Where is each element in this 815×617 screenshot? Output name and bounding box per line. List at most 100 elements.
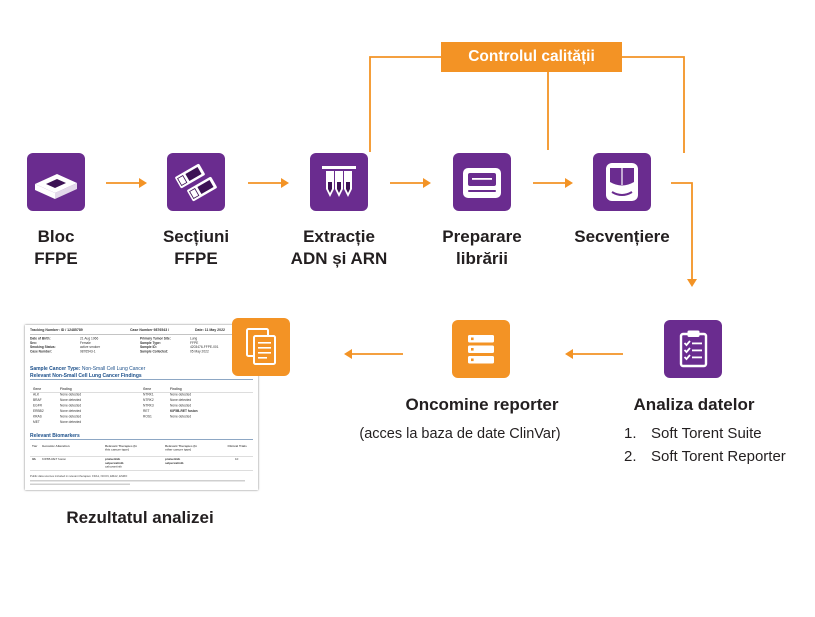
- table-row: MET None detected: [30, 420, 253, 426]
- ffpe-block-glyph: [35, 174, 77, 199]
- table-row: BRAF None detected NTRK2 None detected: [30, 398, 253, 404]
- gene-cell: KRAS: [33, 415, 42, 419]
- qc-connector-right-line: [622, 56, 685, 153]
- step-label-sectiuni-ffpe: Secțiuni FFPE: [141, 226, 251, 270]
- library-prep-instrument-glyph: [463, 168, 501, 198]
- info-value: FFPE: [190, 341, 199, 345]
- list-item-number: 1.: [624, 425, 637, 442]
- report-info-row: Date of Birth: 21 Aug 1966 Primary Tumor…: [30, 337, 253, 341]
- table-row: IIA KIF5B-RET fusion pralsetinib selperc…: [30, 457, 253, 471]
- finding-cell: None detected: [170, 393, 192, 397]
- cancer-type-label: Sample Cancer Type:: [30, 366, 81, 372]
- gene-cell: NTRK2: [143, 398, 154, 403]
- database-list-icon: [452, 320, 510, 378]
- info-label: Primary Tumor Site:: [140, 337, 171, 341]
- report-header: Tracking Number: ID / 12485789 Case Numb…: [30, 328, 253, 335]
- documents-icon: [232, 318, 290, 376]
- therapy: pralsetinib: [105, 458, 121, 461]
- gene-cell: ALK: [33, 393, 40, 397]
- quality-control-box: Controlul calității: [441, 42, 622, 72]
- column-header: Relevant Therapies (In other cancer type…: [165, 445, 198, 452]
- report-case-number: Case Number 9876543 /: [130, 328, 170, 333]
- step-label-preparare: Preparare librării: [427, 226, 537, 270]
- arrow-extractie-to-preparare: [390, 178, 431, 188]
- cancer-type-value: Non-Small Cell Lung Cancer: [81, 366, 146, 372]
- list-item-number: 2.: [624, 448, 637, 465]
- report-footnote: Public data sources included in relevant…: [30, 475, 253, 485]
- database-list-glyph: [468, 335, 494, 364]
- step-label-line: Extracție: [303, 227, 375, 246]
- column-header: Tier: [32, 445, 38, 448]
- tier-cell: IIA: [32, 458, 36, 461]
- gene-cell: NTRK3: [143, 404, 154, 408]
- report-footnote-lines: [30, 480, 245, 482]
- therapies-other-type-cell: pralsetinib selpercatinib: [165, 458, 184, 466]
- qc-connector: [369, 56, 685, 153]
- column-header: Relevant Therapies (In this cancer type): [105, 445, 138, 452]
- tissue-slides-glyph: [175, 163, 217, 202]
- info-label: Case Number:: [30, 349, 53, 354]
- step-label-line: Secțiuni: [162, 227, 230, 246]
- arrow-sectiuni-to-extractie: [248, 178, 289, 188]
- qc-connector-left-line: [369, 56, 441, 152]
- sequencer-glyph: [606, 163, 638, 201]
- gene-cell: ROS1: [143, 415, 152, 419]
- info-label: Sex:: [30, 341, 37, 345]
- arrow-secventiere-to-analiza: [671, 182, 697, 287]
- info-value: active smoker: [80, 345, 101, 350]
- step-label-line: librării: [456, 249, 508, 268]
- finding-cell: None detected: [60, 404, 82, 408]
- report-tracking-number: Tracking Number: ID / 12485789: [30, 328, 83, 333]
- finding-cell: None detected: [60, 415, 82, 419]
- info-label: Sample Collected:: [140, 349, 169, 354]
- gene-cell: BRAF: [33, 398, 42, 403]
- report-page: Tracking Number: ID / 12485789 Case Numb…: [25, 325, 258, 490]
- list-item: 1. Soft Torent Suite: [624, 422, 786, 445]
- report-biomarkers-title: Relevant Biomarkers: [30, 433, 253, 440]
- column-header: Clinical Trials: [227, 445, 247, 448]
- arrow-head: [344, 349, 352, 359]
- step-label-line: ADN și ARN: [290, 249, 388, 268]
- arrow-head: [423, 178, 431, 188]
- arrow-head: [687, 279, 697, 287]
- list-item-text: Soft Torent Suite: [651, 425, 762, 442]
- list-item: 2.Soft Torent Reporter: [624, 445, 786, 468]
- step-label-line: Secvențiere: [574, 227, 670, 246]
- info-label: Sample Type:: [140, 341, 161, 345]
- ffpe-block-icon: [27, 153, 85, 211]
- arrow-analiza-to-oncomine: [565, 349, 623, 359]
- arrow-line: [671, 182, 693, 280]
- analysis-title: Analiza datelor: [633, 395, 755, 414]
- arrow-oncomine-to-rezultat: [344, 349, 403, 359]
- info-value: 9876543-1: [80, 349, 96, 354]
- report-footnote-lines: [30, 483, 130, 485]
- finding-cell: None detected: [60, 409, 82, 414]
- step-label-secventiere: Secvențiere: [567, 226, 677, 248]
- arrow-head: [281, 178, 289, 188]
- report-info-row: Case Number: 9876543-1 Sample Collected:…: [30, 350, 253, 354]
- column-header: Finding: [60, 387, 72, 392]
- gene-cell: MET: [33, 420, 40, 425]
- therapy: selpercatinib: [165, 461, 184, 465]
- alteration-cell: KIF5B-RET fusion: [42, 458, 67, 461]
- finding-cell: None detected: [60, 393, 82, 397]
- table-header-row: Gene Finding Gene Finding: [30, 387, 253, 393]
- gene-cell: ERBB2: [33, 409, 44, 414]
- table-row: ERBB2 None detected RET KIF5B-RET fusion: [30, 409, 253, 415]
- oncomine-title: Oncomine reporter: [405, 395, 559, 414]
- gene-cell: RET: [143, 409, 150, 414]
- finding-cell: None detected: [170, 398, 192, 403]
- report-info-row: Sex: Female Sample Type: FFPE: [30, 341, 253, 345]
- report-biomarkers-table: Tier Genomic Alteration Relevant Therapi…: [30, 444, 253, 471]
- finding-cell: None detected: [60, 420, 82, 425]
- info-value: 05 May 2022: [190, 349, 209, 354]
- therapy: pralsetinib: [165, 458, 181, 461]
- finding-cell: KIF5B-RET fusion: [170, 409, 198, 414]
- documents-glyph: [246, 328, 276, 365]
- arrow-bloc-to-sectiuni: [106, 178, 147, 188]
- tissue-slides-icon: [167, 153, 225, 211]
- result-title: Rezultatul analizei: [66, 508, 214, 527]
- test-tubes-icon: [310, 153, 368, 211]
- info-label: Sample ID:: [140, 345, 157, 350]
- library-prep-instrument-icon: [453, 153, 511, 211]
